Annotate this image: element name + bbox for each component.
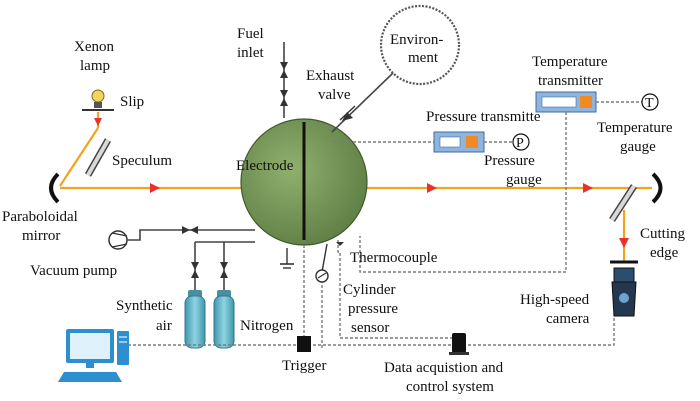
beam-arrow xyxy=(150,183,160,193)
cutting-edge-label-2: edge xyxy=(650,245,679,261)
beam-arrow xyxy=(583,183,593,193)
speculum-mirror xyxy=(84,138,112,177)
daq-unit[interactable] xyxy=(449,333,469,355)
temperature-gauge-symbol: T xyxy=(645,96,654,111)
computer xyxy=(58,329,129,382)
control-bus-line xyxy=(128,318,615,346)
speculum-label: Speculum xyxy=(112,153,172,169)
beam-arrow xyxy=(94,118,102,126)
vacuum-line xyxy=(127,229,255,241)
environment-label-2: ment xyxy=(408,50,439,66)
temperature-gauge-label-2: gauge xyxy=(620,139,656,155)
vacuum-pump xyxy=(108,230,128,250)
paraboloidal-label-2: mirror xyxy=(22,228,60,244)
cylinder-pressure-sensor xyxy=(315,243,329,283)
trigger-label: Trigger xyxy=(282,358,326,374)
valve-vacuum[interactable] xyxy=(182,226,198,234)
exhaust-valve-label-2: valve xyxy=(318,87,351,103)
thermocouple-line xyxy=(337,240,454,339)
fuel-inlet-label-1: Fuel xyxy=(237,26,264,42)
pressure-transmitter xyxy=(433,131,485,153)
ground-symbol xyxy=(280,248,294,269)
temperature-transmitter-label-2: transmitter xyxy=(538,73,603,89)
vacuum-pump-label: Vacuum pump xyxy=(30,263,117,279)
slip-label: Slip xyxy=(120,94,144,110)
paraboloidal-mirror-right xyxy=(651,172,663,204)
environment-label-1: Environ- xyxy=(390,32,443,48)
camera-label-2: camera xyxy=(546,311,590,327)
valve-exhaust[interactable] xyxy=(339,103,356,121)
nitrogen-cylinder xyxy=(213,290,235,349)
speculum-mirror-right xyxy=(609,184,637,222)
daq-label-2: control system xyxy=(406,379,494,395)
cutting-edge-label-1: Cutting xyxy=(640,226,686,242)
synthetic-air-label-1: Synthetic xyxy=(116,298,173,314)
environment-circle xyxy=(379,4,461,86)
daq-label-1: Data acquistion and xyxy=(384,360,504,376)
pressure-gauge-label-1: Pressure xyxy=(484,153,535,169)
pressure-gauge-symbol: P xyxy=(516,136,524,151)
synthetic-air-cylinder xyxy=(184,290,206,349)
thermocouple-to-temp-transmitter xyxy=(359,112,567,273)
cylinder-sensor-label-2: pressure xyxy=(348,301,398,317)
thermocouple-label: Thermocouple xyxy=(350,250,438,266)
high-speed-camera xyxy=(611,267,637,317)
valve-fuel-lower[interactable] xyxy=(280,90,288,106)
trigger-box[interactable] xyxy=(297,336,311,352)
valve-nitrogen[interactable] xyxy=(220,262,228,278)
beam-arrow xyxy=(427,183,437,193)
exhaust-valve-label-1: Exhaust xyxy=(306,68,355,84)
temperature-transmitter xyxy=(535,91,597,113)
nitrogen-label: Nitrogen xyxy=(240,318,294,334)
beam-arrows xyxy=(94,118,629,248)
temperature-transmitter-label-1: Temperature xyxy=(532,54,608,70)
pressure-gauge xyxy=(512,133,530,151)
valve-synthetic-air[interactable] xyxy=(191,262,199,278)
xenon-lamp-label-1: Xenon xyxy=(74,39,114,55)
xenon-lamp-label-2: lamp xyxy=(80,58,110,74)
pressure-transmitter-label: Pressure transmitte xyxy=(426,109,541,125)
thermocouple-probe xyxy=(336,242,344,246)
xenon-lamp xyxy=(82,89,114,111)
pressure-gauge-label-2: gauge xyxy=(506,172,542,188)
cylinder-sensor-label-3: sensor xyxy=(351,320,389,336)
valve-fuel-upper[interactable] xyxy=(280,62,288,78)
electrode-label: Electrode xyxy=(236,158,294,174)
paraboloidal-label-1: Paraboloidal xyxy=(2,209,78,225)
paraboloidal-mirror-left xyxy=(49,172,60,204)
beam-arrow xyxy=(619,238,629,248)
synthetic-air-label-2: air xyxy=(156,318,172,334)
cylinder-sensor-label-1: Cylinder xyxy=(343,282,396,298)
camera-label-1: High-speed xyxy=(520,292,590,308)
exhaust-line xyxy=(331,71,395,133)
temperature-gauge xyxy=(641,93,659,111)
temperature-gauge-label-1: Temperature xyxy=(597,120,673,136)
fuel-inlet-label-2: inlet xyxy=(237,45,264,61)
